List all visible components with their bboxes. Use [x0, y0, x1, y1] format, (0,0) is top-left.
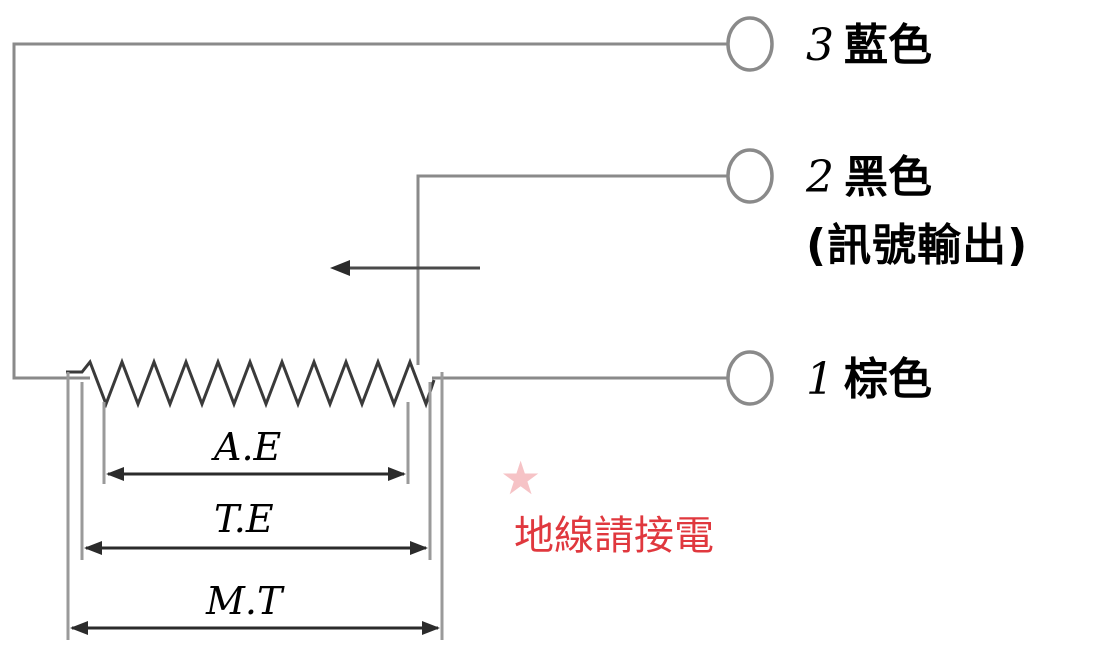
terminal-3-number: 3	[806, 20, 834, 71]
terminal-3-connector	[726, 16, 774, 72]
dim-arrow-te-left	[84, 541, 102, 555]
wiper-arrowhead	[330, 260, 350, 276]
terminal-3-color-text: 藍色	[844, 20, 932, 71]
dim-arrow-te-right	[410, 541, 428, 555]
dim-label-mt: M.T	[206, 579, 283, 623]
terminal-1-color-text: 棕色	[844, 354, 932, 405]
terminal-1-connector	[726, 350, 774, 406]
terminal-1-number: 1	[806, 354, 834, 405]
terminal-2-color-text: 黑色	[844, 152, 932, 203]
terminal-2-number: 2	[806, 152, 834, 203]
dim-arrow-mt-right	[422, 621, 440, 635]
wire-terminal-3	[12, 42, 728, 380]
terminal-2-connector	[726, 148, 774, 204]
dim-label-ae: A.E	[214, 425, 282, 469]
dim-arrow-ae-right	[388, 467, 406, 481]
dim-label-te: T.E	[214, 497, 274, 541]
star-icon: ★	[500, 451, 542, 505]
terminal-2-sublabel: (訊號輸出)	[806, 220, 1029, 271]
dim-arrow-ae-left	[106, 467, 124, 481]
ground-note: 地線請接電	[514, 513, 714, 559]
resistor-element	[66, 357, 436, 409]
dim-arrow-mt-left	[70, 621, 88, 635]
wire-terminal-2	[416, 174, 728, 365]
